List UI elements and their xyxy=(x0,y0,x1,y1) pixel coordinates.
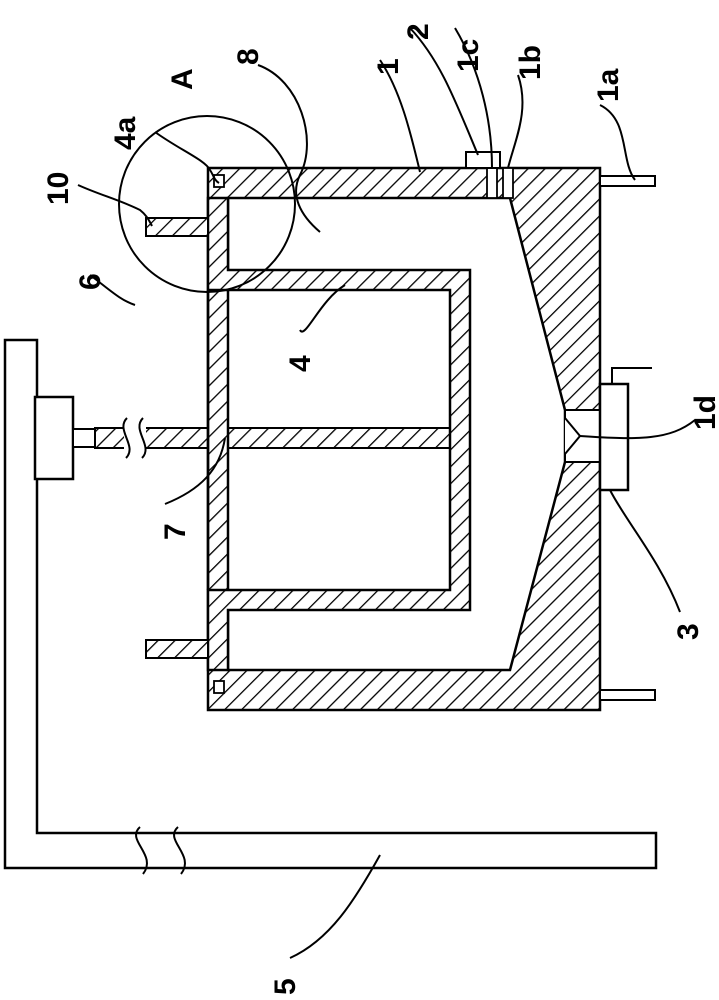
label-10: 10 xyxy=(42,172,75,205)
leg-bottom xyxy=(599,689,656,701)
label-A: A xyxy=(166,68,199,90)
detail-circle xyxy=(118,115,296,293)
support-frame xyxy=(3,338,658,870)
blade-bottom xyxy=(145,639,209,659)
channel-1c xyxy=(486,167,498,199)
leg-top xyxy=(599,175,656,187)
fitting-2 xyxy=(465,151,501,169)
label-4a: 4a xyxy=(109,116,142,150)
label-1c: 1c xyxy=(452,39,485,72)
label-7: 7 xyxy=(159,523,192,540)
label-3: 3 xyxy=(672,623,705,640)
label-8: 8 xyxy=(232,48,265,65)
label-4: 4 xyxy=(284,355,317,372)
motor-block xyxy=(33,395,75,481)
seal-ring-top xyxy=(213,174,225,188)
label-1a: 1a xyxy=(592,68,625,102)
valve-handle xyxy=(611,367,652,384)
seal-ring-bottom xyxy=(213,680,225,694)
rotor-cup xyxy=(206,196,472,672)
label-1d: 1d xyxy=(689,395,719,430)
label-1: 1 xyxy=(372,58,405,75)
label-1b: 1b xyxy=(514,45,547,80)
shaft-break-marks xyxy=(122,417,147,459)
motor-coupling xyxy=(72,428,96,448)
label-2: 2 xyxy=(402,23,435,40)
frame-break-marks xyxy=(135,826,186,875)
channel-1b xyxy=(502,167,514,199)
label-5: 5 xyxy=(269,978,302,995)
blade-top xyxy=(145,217,209,237)
label-6: 6 xyxy=(74,273,107,290)
leader-lines xyxy=(77,27,696,959)
shaft xyxy=(94,427,456,449)
